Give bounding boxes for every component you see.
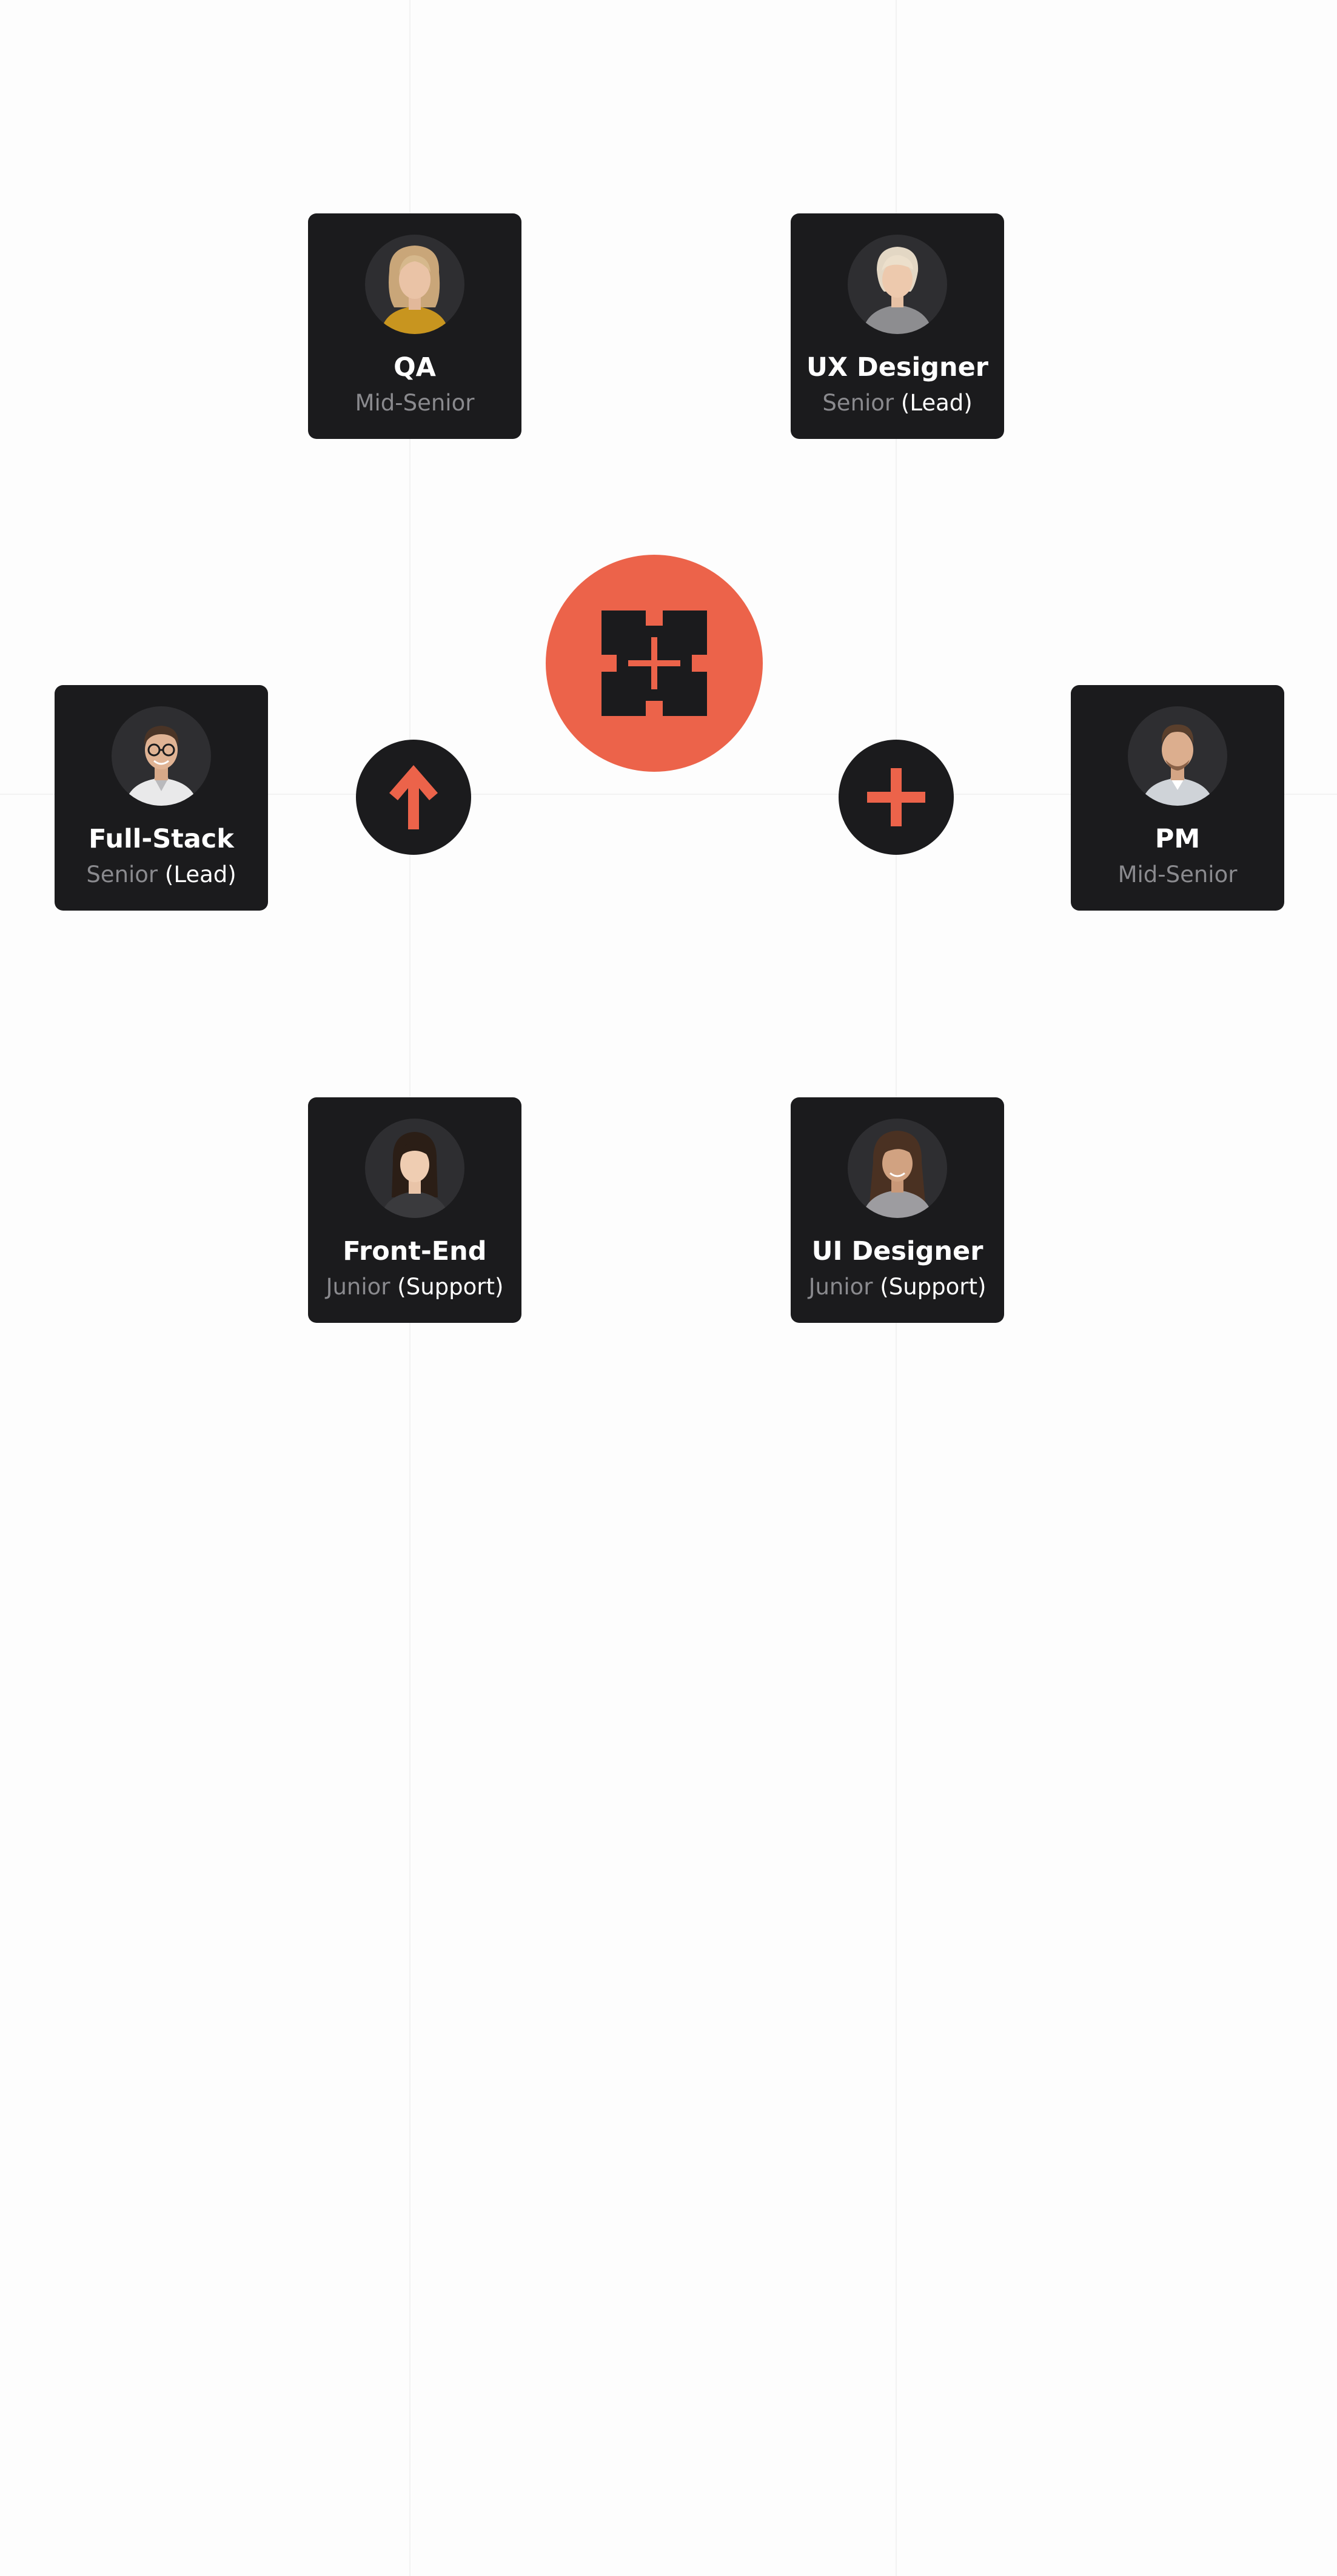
- member-level: Junior (Support): [326, 1274, 504, 1300]
- plus-icon: [867, 768, 925, 826]
- avatar: [112, 706, 211, 806]
- avatar: [848, 235, 947, 334]
- member-level: Senior (Lead): [822, 390, 973, 416]
- member-card-ui-designer: UI Designer Junior (Support): [791, 1097, 1004, 1323]
- member-level: Junior (Support): [808, 1274, 987, 1300]
- arrow-node: [356, 740, 471, 855]
- hub-node: [546, 555, 763, 772]
- avatar: [365, 235, 464, 334]
- member-card-pm: PM Mid-Senior: [1071, 685, 1284, 911]
- member-card-front-end: Front-End Junior (Support): [308, 1097, 521, 1323]
- member-role: Full-Stack: [89, 824, 234, 854]
- plus-node: [839, 740, 954, 855]
- member-tag: (Support): [880, 1274, 987, 1300]
- cross-puzzle-logo-icon: [601, 611, 707, 716]
- member-card-full-stack: Full-Stack Senior (Lead): [55, 685, 268, 911]
- member-role: PM: [1154, 824, 1201, 854]
- member-tag: (Lead): [164, 861, 236, 888]
- member-card-ux-designer: UX Designer Senior (Lead): [791, 213, 1004, 439]
- member-tag: (Support): [397, 1274, 504, 1300]
- avatar: [1128, 706, 1227, 806]
- avatar: [365, 1119, 464, 1218]
- member-level: Mid-Senior: [1118, 861, 1238, 888]
- member-tag: (Lead): [900, 390, 973, 416]
- member-role: UI Designer: [811, 1236, 983, 1266]
- guide-line-horizontal: [0, 794, 1337, 795]
- member-level: Senior (Lead): [86, 861, 236, 888]
- avatar: [848, 1119, 947, 1218]
- member-card-qa: QA Mid-Senior: [308, 213, 521, 439]
- member-role: Front-End: [343, 1236, 487, 1266]
- member-level: Mid-Senior: [355, 390, 475, 416]
- member-role: QA: [394, 352, 436, 383]
- member-role: UX Designer: [806, 352, 988, 383]
- arrow-up-icon: [389, 765, 438, 829]
